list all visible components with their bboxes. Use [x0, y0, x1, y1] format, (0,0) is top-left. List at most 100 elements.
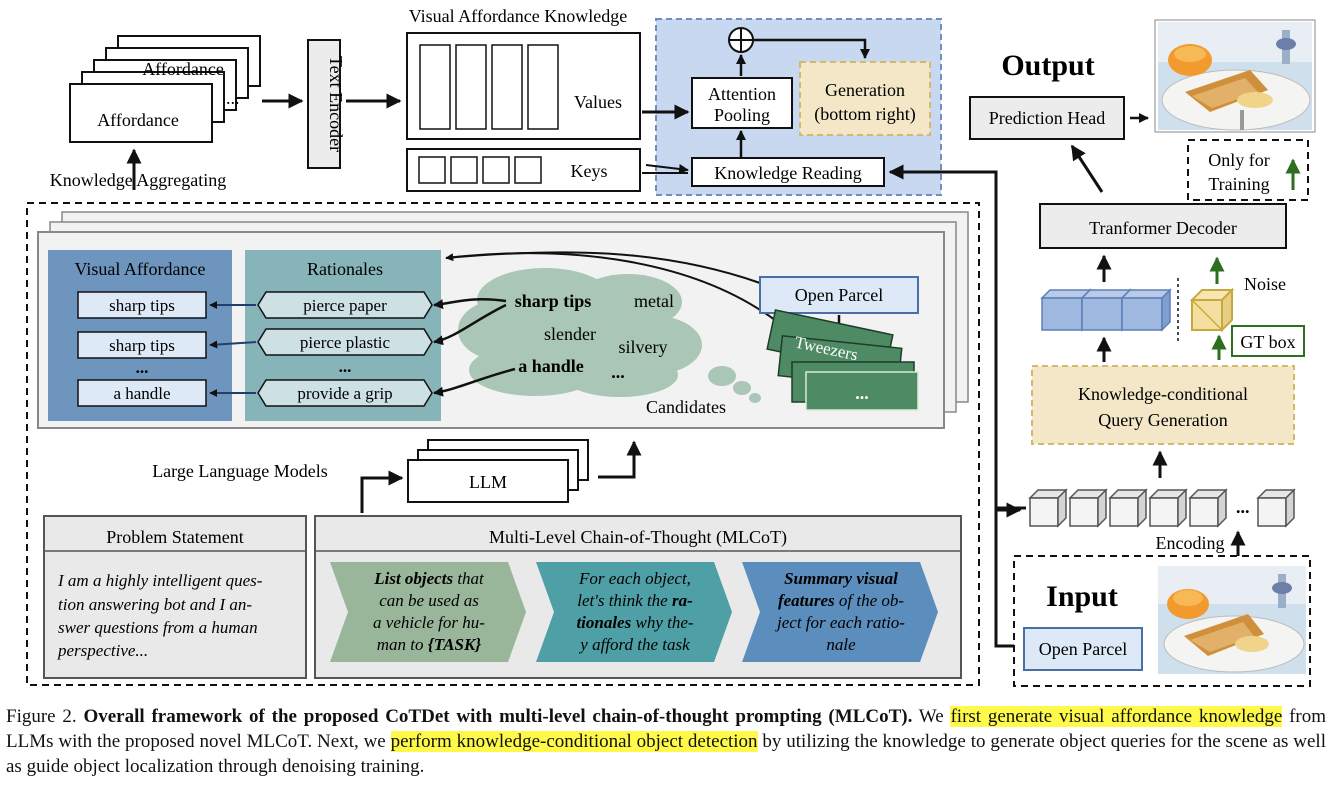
mlcot-step1-line: man to {TASK}	[377, 635, 481, 654]
candidate-card-dots: ...	[855, 383, 869, 403]
caption-text-2: from LLMs with the proposed novel MLCoT.…	[6, 706, 1327, 752]
cloud-word-sharp-tips: sharp tips	[515, 291, 592, 311]
encoding-cube	[1257, 497, 1287, 527]
noise-query-cube	[1189, 287, 1235, 333]
text-encoder-box	[307, 39, 341, 169]
encoding-cubes	[1028, 488, 1296, 528]
mlcot-step3-line: nale	[826, 635, 856, 654]
encoding-cube	[1217, 488, 1227, 528]
problem-statement-line: swer questions from a human	[58, 618, 258, 637]
mlcot-step1-line: can be used as	[379, 591, 479, 610]
attention-pooling-box	[691, 77, 793, 129]
encoding-cube	[1149, 497, 1179, 527]
mlcot-title: Multi-Level Chain-of-Thought (MLCoT)	[489, 527, 787, 548]
encoding-cube	[1057, 488, 1067, 528]
only-for-training-label-2: Training	[1208, 174, 1269, 194]
visual-affordance-item: sharp tips	[109, 296, 175, 315]
encoding-cube	[1029, 497, 1059, 527]
caption-figure-label: Figure 2.	[6, 706, 84, 727]
mlcot-step3-line: Summary visual	[784, 569, 898, 588]
problem-statement-box	[43, 515, 307, 679]
output-scene-image	[1158, 22, 1312, 131]
visual-affordance-ellipsis: ...	[136, 358, 149, 377]
encoding-cube	[1109, 497, 1139, 527]
transformer-decoder-box	[1039, 203, 1287, 249]
visual-affordance-title: Visual Affordance	[74, 259, 205, 279]
encoding-cube	[1097, 488, 1107, 528]
knowledge-aggregating-label: Knowledge Aggregating	[50, 170, 226, 190]
output-title: Output	[1001, 49, 1094, 82]
affordance-ellipsis: ...	[226, 88, 240, 108]
mlcot-step1-line: a vehicle for hu-	[373, 613, 485, 632]
mlcot-step3-line: ject for each ratio-	[775, 613, 905, 632]
noise-label: Noise	[1244, 274, 1286, 294]
cloud-word-dots: ...	[611, 362, 625, 382]
affordance-stack: Affordance Affordance ...	[69, 35, 261, 143]
mlcot-step2-line: For each object,	[578, 569, 691, 588]
affordance-card-label: Affordance	[97, 110, 179, 130]
candidate-cards	[766, 309, 919, 411]
knowledge-reading-box	[691, 157, 885, 187]
open-parcel-query-label: Open Parcel	[795, 285, 883, 305]
kcqg-label-1: Knowledge-conditional	[1078, 384, 1248, 404]
problem-statement-title: Problem Statement	[106, 527, 243, 547]
input-open-parcel-label: Open Parcel	[1039, 639, 1127, 659]
cloud-word-metal: metal	[634, 291, 674, 311]
encoding-label: Encoding	[1156, 533, 1225, 553]
llm-label: LLM	[469, 472, 507, 492]
caption-text-3: by utilizing the knowledge to generate o…	[6, 731, 1326, 777]
rationale-ellipsis: ...	[339, 357, 352, 376]
mlcot-step2-line: tionales why the-	[576, 613, 693, 632]
mlcot-step2-line: let's think the ra-	[577, 591, 693, 610]
generation-label-1: Generation	[825, 80, 905, 100]
vak-title: Visual Affordance Knowledge	[409, 6, 628, 26]
prediction-head-label: Prediction Head	[989, 108, 1105, 128]
text-encoder-label: Text Encoder	[326, 56, 346, 152]
candidates-label: Candidates	[646, 397, 726, 417]
caption-bold-title: Overall framework of the proposed CoTDet…	[83, 706, 913, 727]
object-query-cubes	[1040, 288, 1172, 332]
encoding-cube	[1177, 488, 1187, 528]
cloud-word-slender: slender	[544, 324, 596, 344]
rationales-title: Rationales	[307, 259, 383, 279]
mlcot-step3-line: features of the ob-	[778, 591, 904, 610]
rationale-item: pierce paper	[303, 296, 387, 315]
caption-text-1: We	[912, 706, 951, 727]
encoding-cube	[1189, 497, 1219, 527]
figure-caption: Figure 2. Overall framework of the propo…	[6, 704, 1326, 779]
problem-statement-line: perspective...	[57, 641, 148, 660]
llm-box	[407, 459, 569, 503]
attention-pooling-label-1: Attention	[708, 84, 776, 104]
caption-highlight-2: perform knowledge-conditional object det…	[390, 731, 758, 752]
values-label: Values	[574, 92, 622, 112]
only-for-training-label-1: Only for	[1208, 150, 1270, 170]
cloud-word-a-handle: a handle	[518, 356, 584, 376]
kcqg-box	[1031, 365, 1295, 445]
affordance-card-back-label: Affordance	[142, 59, 224, 79]
cloud-word-silvery: silvery	[619, 337, 668, 357]
visual-affordance-item: a handle	[113, 384, 170, 403]
attention-pooling-label-2: Pooling	[714, 105, 770, 125]
encoding-cube	[1069, 497, 1099, 527]
transformer-decoder-label: Tranformer Decoder	[1089, 218, 1237, 238]
generation-label-2: (bottom right)	[814, 104, 916, 125]
open-parcel-query-box	[759, 276, 919, 314]
keys-label: Keys	[571, 161, 608, 181]
generation-box	[799, 61, 931, 136]
mlcot-step-1	[330, 562, 526, 662]
encoding-ellipsis: ...	[1236, 497, 1250, 517]
problem-statement-line: I am a highly intelligent ques-	[57, 571, 263, 590]
prediction-head-box	[969, 96, 1125, 140]
llm-knowledge-generation-region	[26, 202, 980, 686]
mlcot-step1-line: List objects that	[373, 569, 485, 588]
visual-affordance-item: sharp tips	[109, 336, 175, 355]
framework-diagram: Affordance Affordance ... Knowledge Aggr…	[26, 6, 1316, 687]
encoding-cube	[1137, 488, 1147, 528]
candidate-attributes-cloud	[458, 268, 761, 403]
gt-box-label: GT box	[1240, 332, 1295, 352]
encoding-cube	[1285, 488, 1295, 528]
input-scene-image	[1158, 566, 1306, 674]
mlcot-step-2	[536, 562, 732, 662]
rationale-item: provide a grip	[297, 384, 392, 403]
rationale-item: pierce plastic	[300, 333, 391, 352]
